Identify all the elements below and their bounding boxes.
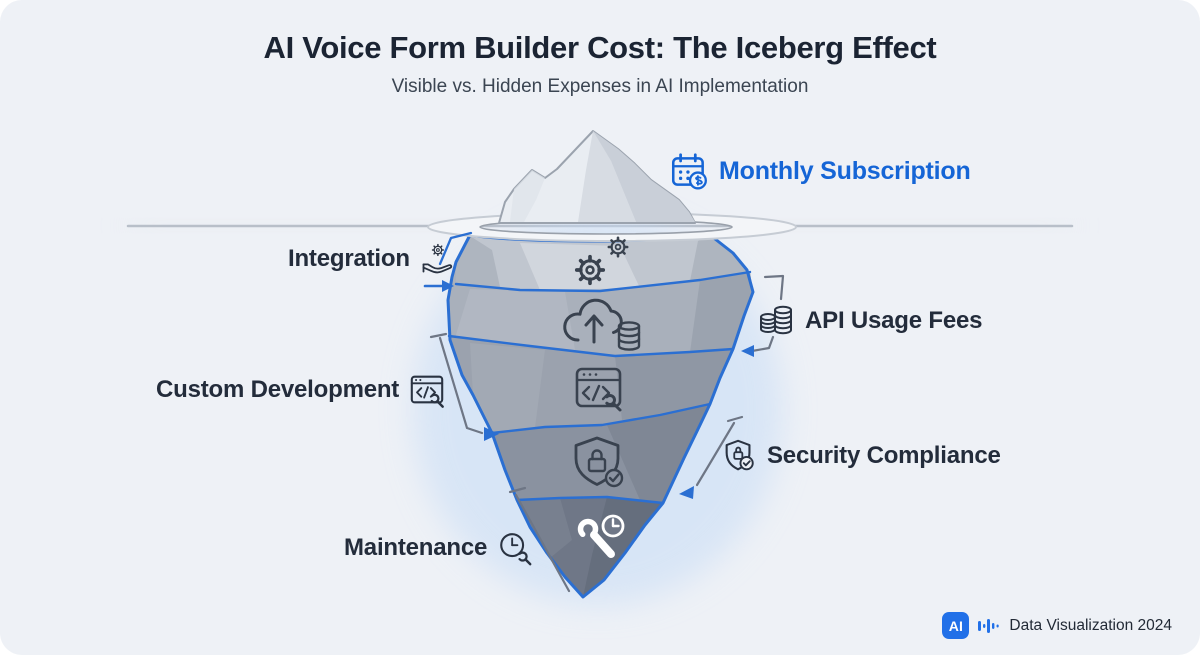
connector-api-usage — [741, 274, 785, 357]
label-api-usage-fees: API Usage Fees — [756, 301, 982, 341]
code-window-icon — [410, 375, 445, 408]
label-text: Security Compliance — [767, 442, 1001, 469]
label-monthly-subscription: Monthly Subscription — [668, 150, 971, 192]
footer: AI Data Visualization 2024 — [942, 612, 1172, 639]
page-title: AI Voice Form Builder Cost: The Iceberg … — [263, 30, 937, 65]
label-custom-development: Custom Development — [156, 371, 446, 409]
label-text: Custom Development — [156, 376, 400, 403]
iceberg-above-water — [498, 130, 696, 224]
label-text: Integration — [288, 245, 410, 272]
clock-wrench-icon — [500, 533, 532, 566]
label-text: API Usage Fees — [805, 307, 983, 334]
layer-wrench-clock-icon — [577, 514, 625, 558]
layer-cloud-upload-icon — [563, 298, 641, 351]
shield-check-icon — [725, 439, 754, 471]
calendar-dollar-icon — [671, 153, 707, 190]
label-text: Monthly Subscription — [719, 156, 971, 185]
page-subtitle: Visible vs. Hidden Expenses in AI Implem… — [391, 76, 809, 97]
iceberg-layer-api — [448, 272, 753, 356]
layer-code-window-icon — [575, 367, 622, 412]
iceberg-layer-custom-development — [449, 336, 733, 433]
label-integration: Integration — [288, 241, 455, 277]
label-text: Maintenance — [344, 534, 488, 561]
connector-integration — [423, 231, 473, 292]
layer-shield-lock-icon — [574, 436, 624, 488]
coin-stack-icon — [760, 305, 792, 335]
label-security-compliance: Security Compliance — [720, 437, 1001, 475]
hand-gear-icon — [422, 243, 452, 274]
footer-text: Data Visualization 2024 — [1009, 616, 1172, 634]
ai-logo-badge: AI — [942, 612, 970, 639]
connector-maintenance — [508, 486, 571, 593]
connector-security-compliance — [679, 415, 744, 499]
iceberg-layer-boundaries — [447, 270, 752, 505]
waveform-icon — [978, 618, 1000, 633]
label-maintenance: Maintenance — [344, 529, 534, 567]
connector-custom-development — [429, 332, 499, 441]
header: AI Voice Form Builder Cost: The Iceberg … — [0, 30, 1200, 98]
iceberg-underwater — [446, 233, 755, 599]
